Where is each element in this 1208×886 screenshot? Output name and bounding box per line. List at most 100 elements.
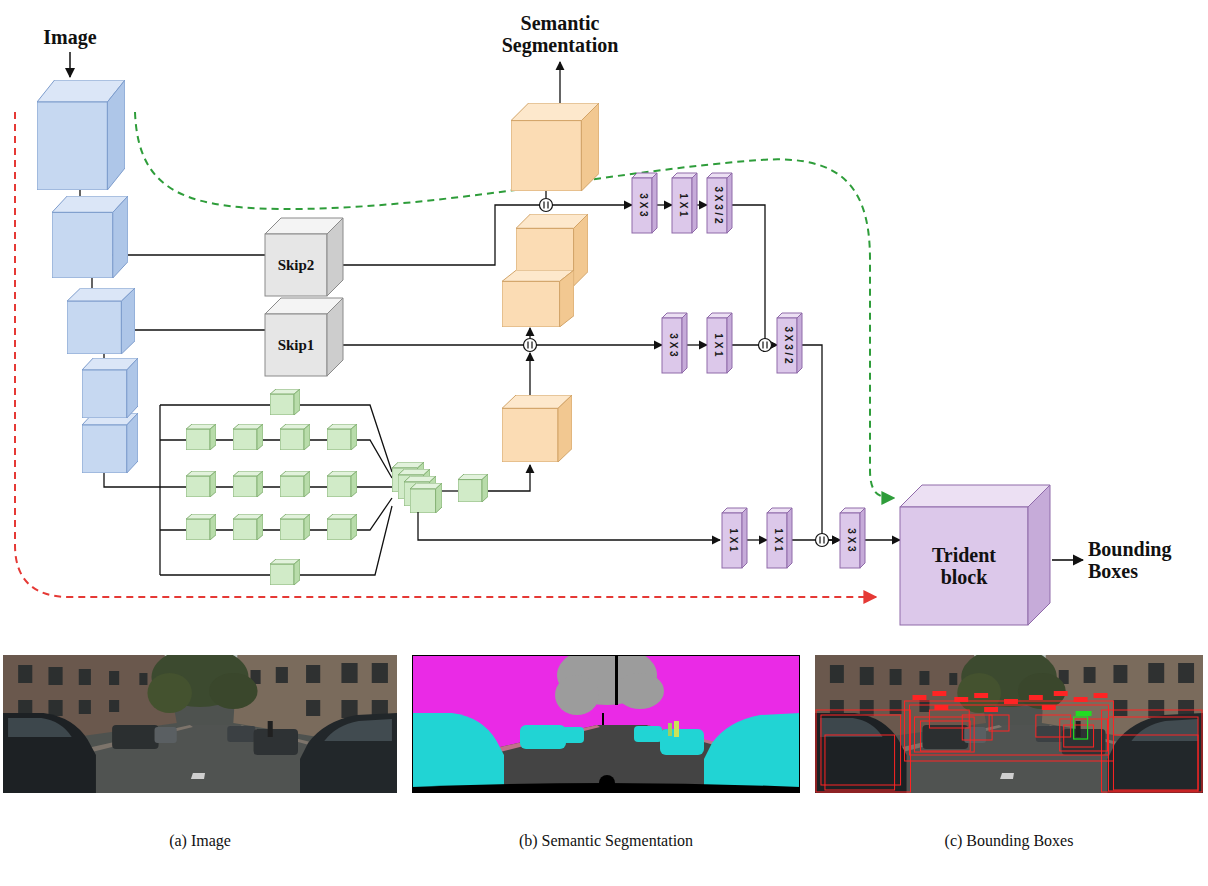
- conv-layer: 1 X 1: [707, 313, 732, 373]
- box-face: 3 X 3: [662, 318, 682, 373]
- connector: [802, 345, 840, 540]
- detection-result: [815, 647, 1203, 793]
- subfigure-caption: (a) Image: [169, 832, 231, 850]
- subfigure-caption: (c) Bounding Boxes: [945, 832, 1074, 850]
- box-front: [672, 178, 692, 233]
- connector: [865, 539, 900, 540]
- backbone-cube: [37, 80, 125, 190]
- concat-symbol: [524, 339, 537, 352]
- box-side: [727, 313, 732, 373]
- backbone-cube: [52, 196, 128, 278]
- box-front: [840, 513, 860, 568]
- conv-layer: 3 X 3: [662, 313, 687, 373]
- decoder-cube: [502, 395, 572, 462]
- conv-layer: 1 X 1: [722, 508, 747, 568]
- conv-layer: 3 X 3: [840, 508, 865, 568]
- backbone-wires: [80, 189, 458, 575]
- decoder-cube: [511, 103, 599, 191]
- layer-label: Skip1: [278, 337, 315, 354]
- decoder-cube: [502, 270, 574, 327]
- subfigure-caption: (b) Semantic Segmentation: [519, 832, 693, 850]
- box-front: [265, 314, 327, 376]
- connector: [343, 205, 632, 265]
- connector: [747, 539, 767, 540]
- conv-layer: 3 X 3 / 2: [707, 173, 732, 233]
- box-face: 1 X 1: [707, 318, 727, 373]
- box-side: [860, 508, 865, 568]
- input-photo: [3, 647, 397, 793]
- layer-label: Skip2: [278, 257, 315, 274]
- connector: [687, 344, 707, 345]
- output-label: Bounding Boxes: [1088, 538, 1200, 582]
- box-front: [900, 507, 1028, 625]
- box-face: 1 X 1: [722, 513, 742, 568]
- box-side: [652, 173, 657, 233]
- box-face: 3 X 3: [840, 513, 860, 568]
- box-front: [265, 234, 327, 296]
- backbone-cube: [82, 358, 138, 418]
- segmentation-map: [412, 645, 800, 793]
- conv-layer: 1 X 1: [767, 508, 792, 568]
- connector: [697, 204, 707, 205]
- concat-symbol: [816, 534, 829, 547]
- box-front: [707, 318, 727, 373]
- aspp-module: [186, 389, 488, 585]
- box-face: 3 X 3 / 2: [777, 318, 797, 373]
- skip-block: Skip2: [265, 218, 343, 296]
- connector: [343, 344, 662, 345]
- box-front: [777, 318, 797, 373]
- concat-symbol: [540, 199, 553, 212]
- box-face: Skip1: [265, 314, 327, 376]
- box-front: [662, 318, 682, 373]
- box-top: [900, 485, 1050, 507]
- layer-label: 3 X 3: [666, 333, 678, 356]
- layer-label: 3 X 3 / 2: [711, 186, 723, 223]
- output-label: Semantic Segmentation: [485, 12, 635, 56]
- box-side: [787, 508, 792, 568]
- box-side: [742, 508, 747, 568]
- conv-layer: 1 X 1: [672, 173, 697, 233]
- layer-label: 3 X 3: [636, 193, 648, 216]
- connector: [732, 205, 777, 345]
- box-face: 1 X 1: [672, 178, 692, 233]
- detection-path: [15, 112, 876, 597]
- box-face: Trident block: [900, 507, 1028, 625]
- backbone-cube: [67, 288, 135, 354]
- input-label: Image: [43, 26, 96, 48]
- layer-label: 1 X 1: [726, 528, 738, 551]
- box-front: [707, 178, 727, 233]
- box-face: 1 X 1: [767, 513, 787, 568]
- conv-layer: 3 X 3 / 2: [777, 313, 802, 373]
- box-side: [727, 173, 732, 233]
- box-face: Skip2: [265, 234, 327, 296]
- layer-label: 1 X 1: [711, 333, 723, 356]
- box-side: [327, 298, 343, 376]
- box-side: [682, 313, 687, 373]
- conv-layer: 3 X 3: [632, 173, 657, 233]
- box-face: 3 X 3: [632, 178, 652, 233]
- box-front: [767, 513, 787, 568]
- layer-label: 3 X 3: [844, 528, 856, 551]
- box-side: [692, 173, 697, 233]
- layer-label: 1 X 1: [676, 193, 688, 216]
- box-front: [722, 513, 742, 568]
- layer-label: Trident block: [908, 544, 1020, 588]
- box-side: [1028, 485, 1050, 625]
- box-front: [632, 178, 652, 233]
- box-side: [327, 218, 343, 296]
- connector: [657, 204, 672, 205]
- trident-block: Trident block: [900, 485, 1050, 625]
- layer-label: 3 X 3 / 2: [781, 326, 793, 363]
- input-arrow: [69, 52, 71, 77]
- backbone-cube: [82, 413, 138, 473]
- box-side: [797, 313, 802, 373]
- concat-symbol: [759, 339, 772, 352]
- skip-block: Skip1: [265, 298, 343, 376]
- layer-label: 1 X 1: [771, 528, 783, 551]
- decoder-wires: [418, 62, 1083, 560]
